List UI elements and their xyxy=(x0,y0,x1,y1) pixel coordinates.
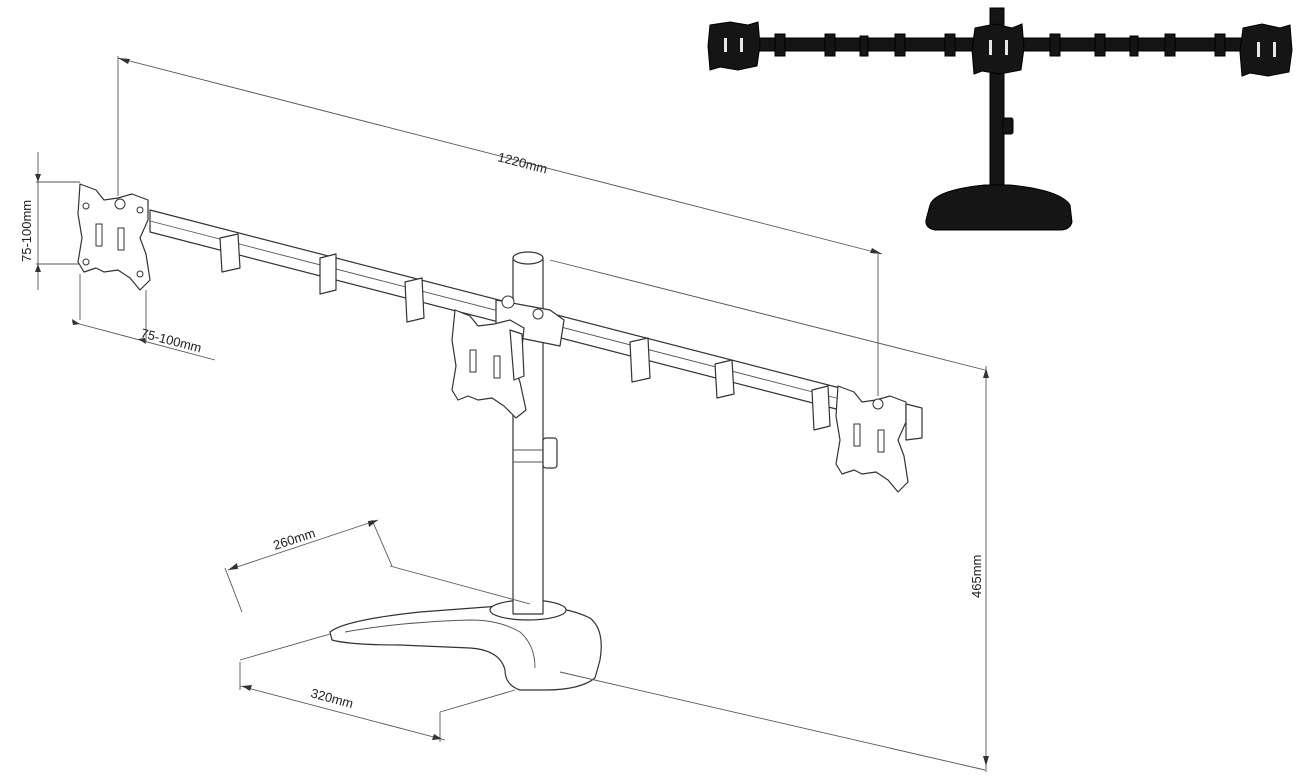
label-320mm: 320mm xyxy=(309,685,355,711)
label-vesa-horizontal: 75-100mm xyxy=(139,325,203,355)
left-vesa-plate xyxy=(77,183,151,291)
stand-base xyxy=(329,604,602,691)
center-vesa-plate xyxy=(451,309,527,419)
label-vesa-vertical: 75-100mm xyxy=(19,200,34,262)
right-vesa-plate xyxy=(835,385,923,493)
product-photo xyxy=(695,0,1300,415)
label-260mm: 260mm xyxy=(271,525,317,553)
label-465mm: 465mm xyxy=(969,555,984,598)
label-1220mm: 1220mm xyxy=(496,149,549,176)
line-art-stand xyxy=(77,183,923,691)
